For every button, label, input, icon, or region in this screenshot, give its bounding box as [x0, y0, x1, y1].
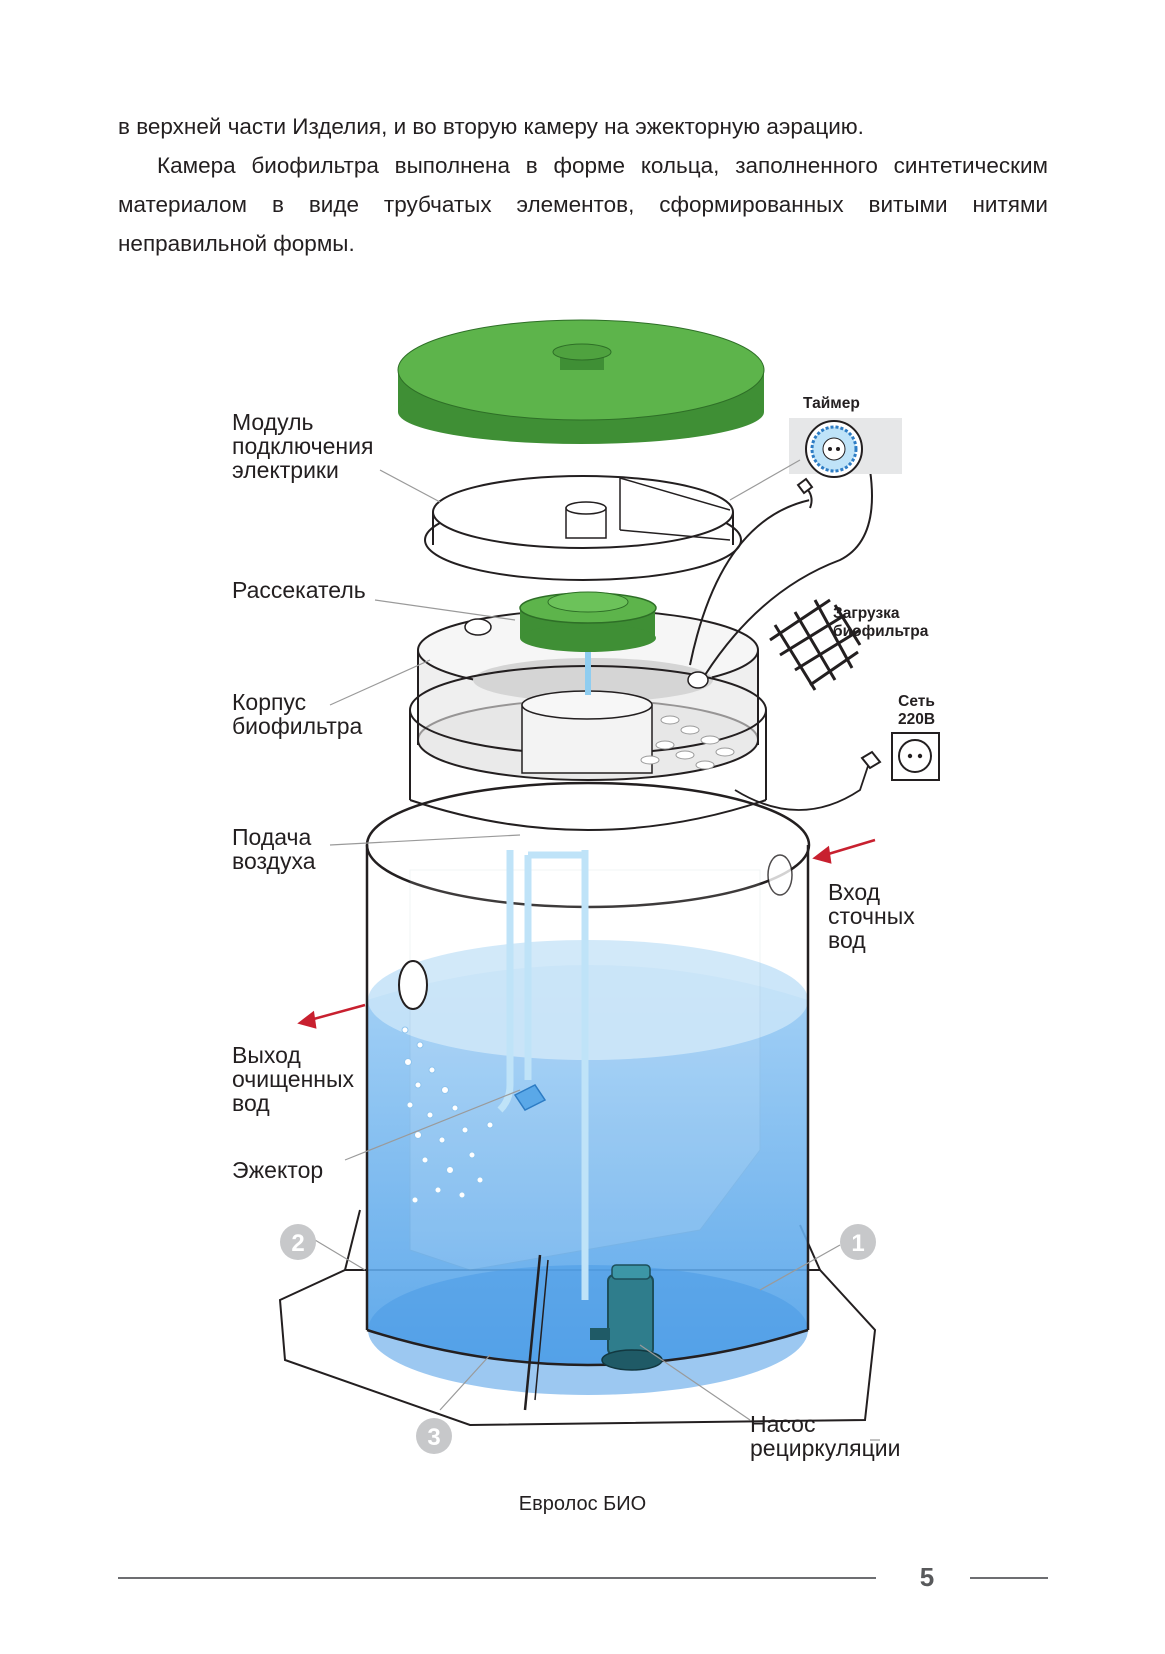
figure-caption: Евролос БИО — [518, 1493, 647, 1515]
paragraph-2: Камера биофильтра выполнена в форме коль… — [118, 153, 1048, 256]
marker-1-label: 1 — [851, 1230, 864, 1257]
paragraph-1: в верхней части Изделия, и во вторую кам… — [118, 114, 864, 139]
label-ejector: Эжектор — [232, 1157, 324, 1183]
marker-2-label: 2 — [291, 1230, 304, 1257]
marker-1 — [840, 1224, 876, 1260]
marker-3 — [416, 1418, 452, 1454]
number-markers: 1 2 3 — [280, 1224, 876, 1454]
footer-rule-left — [118, 1577, 876, 1579]
inlet-pipe — [767, 854, 793, 896]
label-splitter: Рассекатель — [232, 577, 366, 603]
label-electrics-module: Модуль подключения электрики — [232, 409, 374, 483]
outlet-pipe — [398, 960, 428, 1010]
electrics-module — [424, 475, 742, 581]
timer-icon — [789, 418, 902, 478]
footer-rule-right — [970, 1577, 1048, 1579]
label-biofilter-body: Корпус биофильтра — [232, 689, 363, 739]
aeration-bubbles — [401, 1026, 494, 1204]
label-pump: Насос рециркуляции — [750, 1411, 901, 1461]
page-number: 5 — [919, 1562, 935, 1592]
label-loading: Загрузка биофильтра — [833, 605, 929, 640]
flow-arrows — [297, 838, 876, 1029]
splitter — [519, 591, 657, 695]
socket-icon — [891, 732, 940, 781]
marker-2 — [280, 1224, 316, 1260]
label-mains: Сеть 220В — [898, 693, 936, 728]
marker-3-label: 3 — [427, 1424, 440, 1451]
lid — [397, 319, 765, 444]
air-supply-pipes — [497, 850, 589, 1300]
ejector — [513, 1084, 547, 1111]
recirculation-pump — [590, 1264, 663, 1371]
label-timer: Таймер — [803, 395, 860, 412]
plug-icon — [796, 477, 814, 509]
label-air-supply: Подача воздуха — [232, 824, 316, 874]
label-outlet: Выход очищенных вод — [232, 1042, 355, 1116]
biofilter-loading-icon — [769, 598, 862, 691]
label-inlet: Вход сточных вод — [828, 879, 915, 953]
power-cable — [689, 499, 811, 666]
leader-lines — [314, 459, 880, 1441]
